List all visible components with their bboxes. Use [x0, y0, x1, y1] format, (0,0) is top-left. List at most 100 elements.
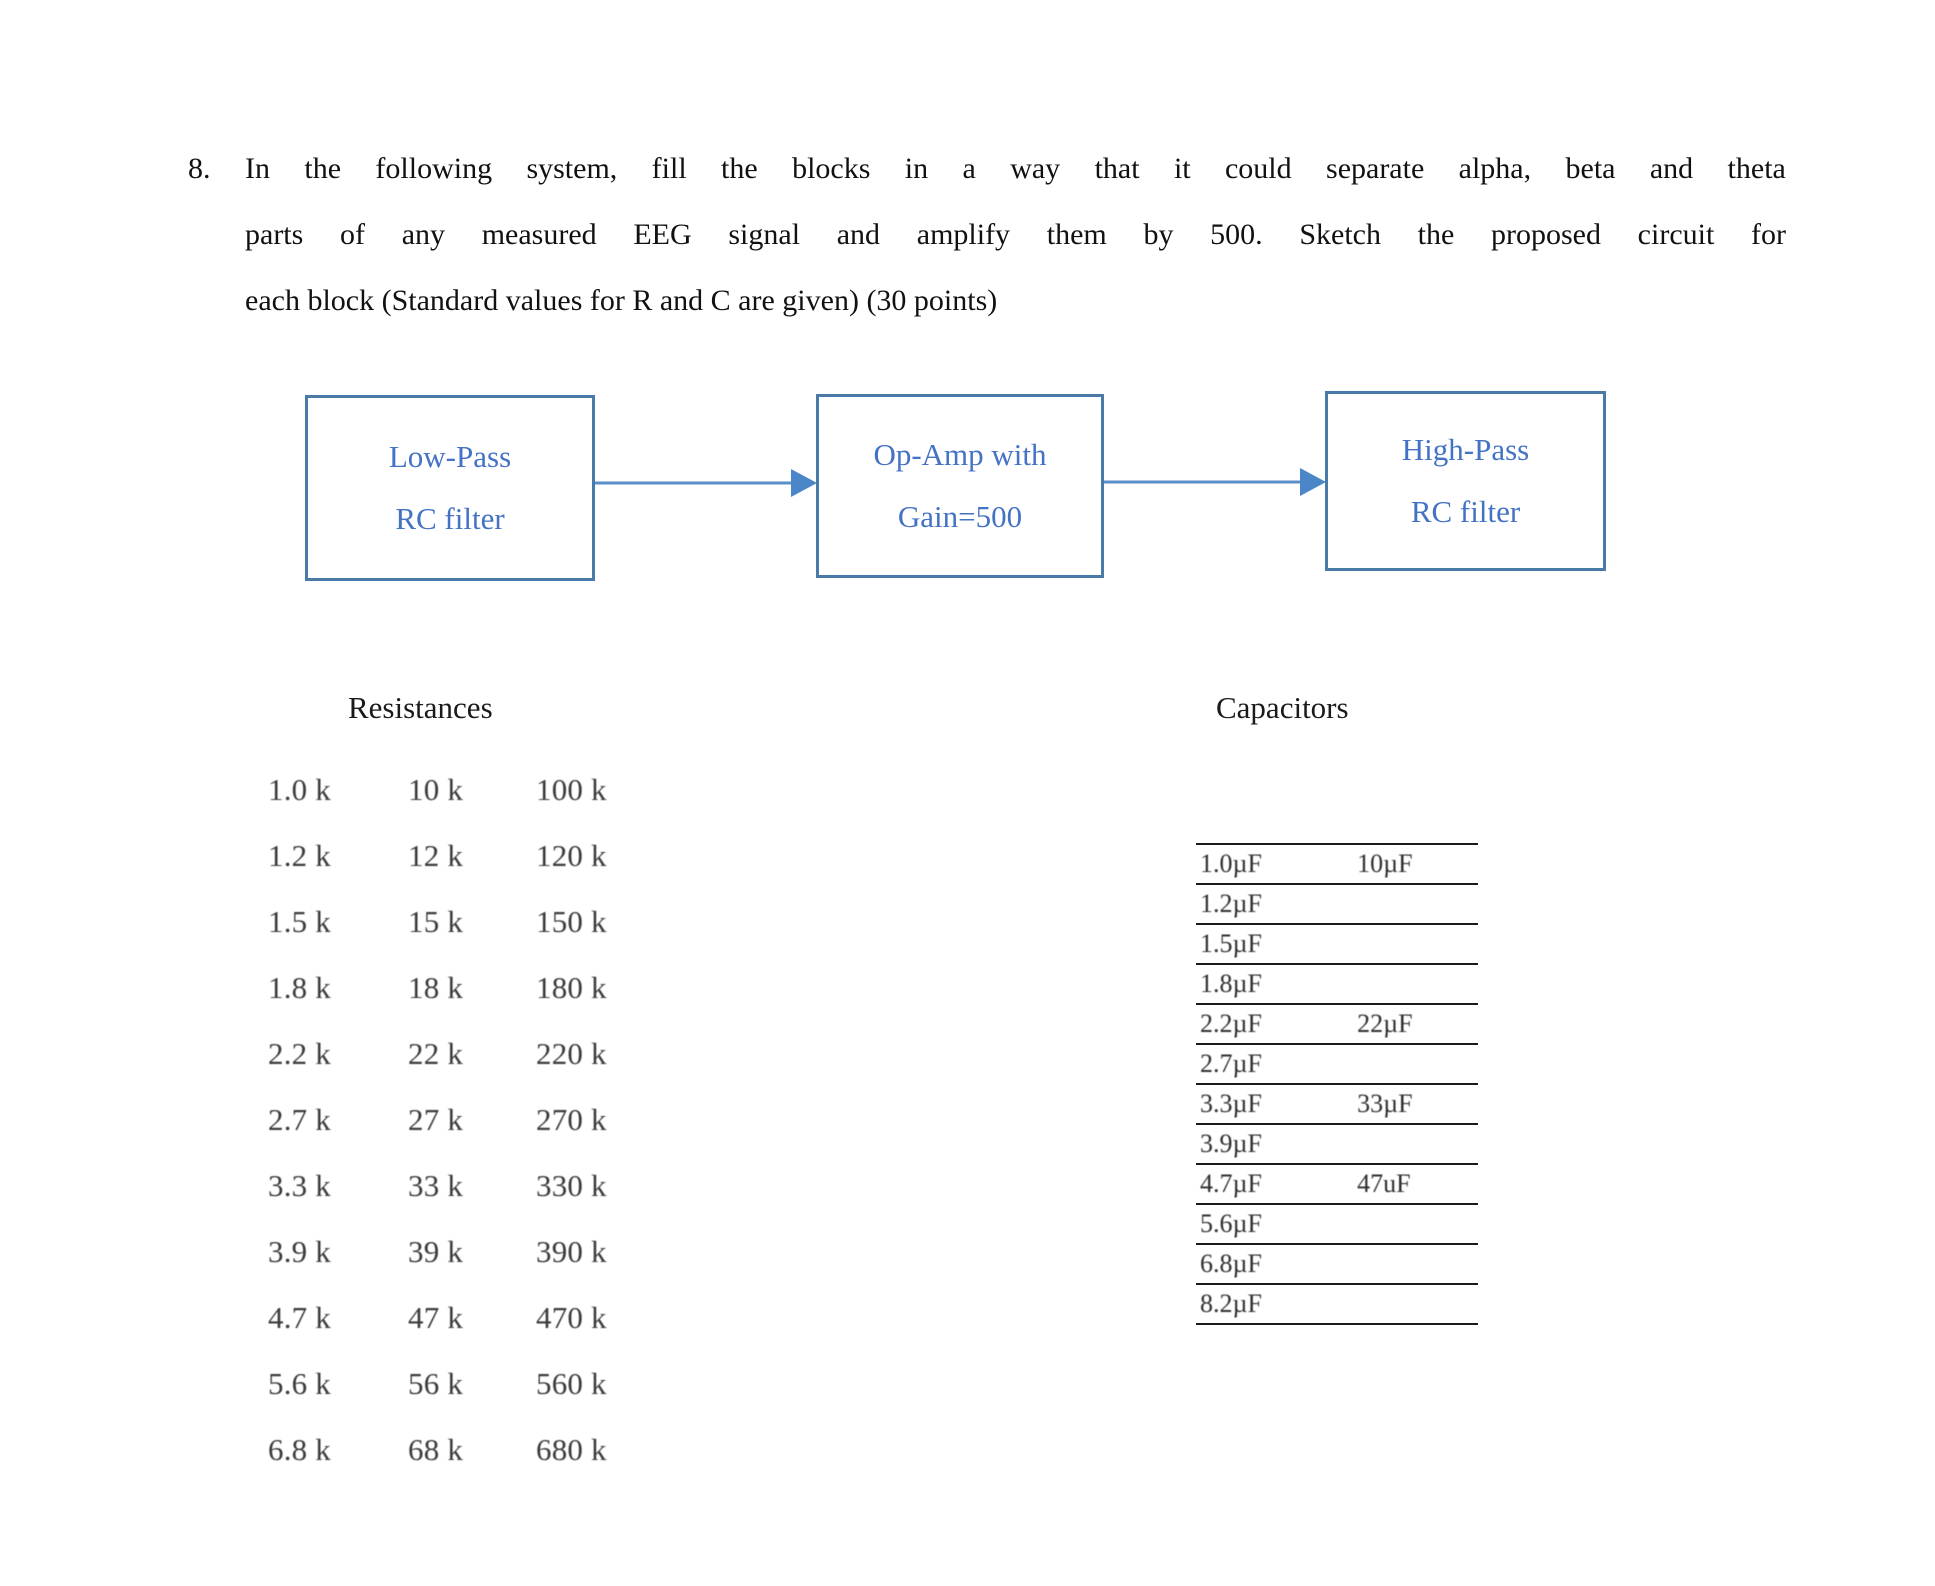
resistance-value: 56 k — [408, 1366, 464, 1401]
capacitor-value: 6.8µF — [1196, 1243, 1338, 1285]
block-low-pass-rc-filter[interactable]: Low-Pass RC filter — [305, 395, 595, 581]
question-number: 8. — [188, 152, 211, 185]
capacitor-row: 8.2µF — [1196, 1283, 1478, 1325]
capacitor-value — [1337, 883, 1478, 925]
arrow-shaft — [1104, 480, 1304, 484]
resistance-value: 27 k — [408, 1102, 464, 1137]
capacitor-row: 1.2µF — [1196, 883, 1478, 925]
resistance-value: 180 k — [536, 970, 607, 1005]
capacitor-value: 8.2µF — [1196, 1283, 1338, 1325]
capacitor-value: 1.0µF — [1196, 843, 1338, 885]
arrow-opamp-to-highpass — [1104, 468, 1326, 496]
resistance-value: 470 k — [536, 1300, 607, 1335]
capacitor-value — [1337, 1283, 1478, 1325]
resistance-value: 2.7 k — [268, 1102, 331, 1137]
resistance-row: 5.6 k 56 k 560 k — [268, 1351, 656, 1417]
block-low-pass-line2: RC filter — [395, 501, 505, 536]
block-op-amp-line2: Gain=500 — [897, 499, 1023, 534]
resistance-value: 1.2 k — [268, 838, 331, 873]
resistance-value: 220 k — [536, 1036, 607, 1071]
resistance-value: 22 k — [408, 1036, 464, 1071]
resistance-value: 1.8 k — [268, 970, 331, 1005]
capacitor-value: 22µF — [1337, 1003, 1478, 1045]
capacitor-value: 3.3µF — [1196, 1083, 1338, 1125]
block-high-pass-line1: High-Pass — [1401, 431, 1530, 467]
question-line-3: each block (Standard values for R and C … — [245, 284, 998, 317]
arrow-shaft — [595, 481, 795, 485]
resistance-value: 4.7 k — [268, 1300, 331, 1335]
capacitor-row: 6.8µF — [1196, 1243, 1478, 1285]
capacitors-heading: Capacitors — [1216, 690, 1349, 725]
capacitor-value — [1337, 923, 1478, 965]
resistance-value: 3.3 k — [268, 1168, 331, 1203]
block-op-amp-line1: Op-Amp with — [873, 436, 1047, 472]
capacitor-row: 1.8µF — [1196, 963, 1478, 1005]
resistance-value: 120 k — [536, 838, 607, 873]
capacitor-value — [1337, 1243, 1478, 1285]
resistance-value: 100 k — [536, 772, 607, 807]
capacitor-value — [1337, 963, 1478, 1005]
resistance-value: 390 k — [536, 1234, 607, 1269]
capacitor-value: 47uF — [1337, 1163, 1478, 1205]
capacitor-value: 1.8µF — [1196, 963, 1338, 1005]
capacitor-row: 5.6µF — [1196, 1203, 1478, 1245]
block-low-pass-line1: Low-Pass — [388, 438, 512, 474]
resistance-value: 2.2 k — [268, 1036, 331, 1071]
resistances-heading: Resistances — [348, 690, 493, 725]
resistance-value: 33 k — [408, 1168, 464, 1203]
resistance-value: 5.6 k — [268, 1366, 331, 1401]
capacitor-row: 3.9µF — [1196, 1123, 1478, 1165]
arrow-head-icon — [791, 469, 817, 497]
resistance-row: 3.9 k 39 k 390 k — [268, 1219, 656, 1285]
resistance-value: 1.0 k — [268, 772, 331, 807]
resistance-value: 330 k — [536, 1168, 607, 1203]
resistance-value: 10 k — [408, 772, 464, 807]
capacitor-value: 10µF — [1337, 843, 1478, 885]
resistance-value: 39 k — [408, 1234, 464, 1269]
resistance-value: 15 k — [408, 904, 464, 939]
resistance-row: 3.3 k 33 k 330 k — [268, 1153, 656, 1219]
arrow-head-icon — [1300, 468, 1326, 496]
block-high-pass-rc-filter[interactable]: High-Pass RC filter — [1325, 391, 1606, 571]
capacitor-value: 5.6µF — [1196, 1203, 1338, 1245]
resistance-row: 2.2 k 22 k 220 k — [268, 1021, 656, 1087]
resistance-row: 1.0 k 10 k 100 k — [268, 757, 656, 823]
resistance-value: 560 k — [536, 1366, 607, 1401]
resistance-value: 18 k — [408, 970, 464, 1005]
capacitor-value — [1337, 1043, 1478, 1085]
resistance-value: 6.8 k — [268, 1432, 331, 1467]
capacitor-value: 3.9µF — [1196, 1123, 1338, 1165]
block-op-amp-gain[interactable]: Op-Amp with Gain=500 — [816, 394, 1104, 578]
capacitor-value: 2.2µF — [1196, 1003, 1338, 1045]
resistance-value: 3.9 k — [268, 1234, 331, 1269]
resistance-value: 12 k — [408, 838, 464, 873]
arrow-lowpass-to-opamp — [595, 469, 817, 497]
capacitor-value: 1.5µF — [1196, 923, 1338, 965]
resistance-row: 1.8 k 18 k 180 k — [268, 955, 656, 1021]
block-high-pass-line2: RC filter — [1410, 494, 1521, 529]
capacitor-value: 2.7µF — [1196, 1043, 1338, 1085]
capacitor-value — [1337, 1123, 1478, 1165]
resistance-value: 1.5 k — [268, 904, 331, 939]
capacitor-row: 2.7µF — [1196, 1043, 1478, 1085]
capacitor-value: 4.7µF — [1196, 1163, 1338, 1205]
capacitor-value — [1337, 1203, 1478, 1245]
